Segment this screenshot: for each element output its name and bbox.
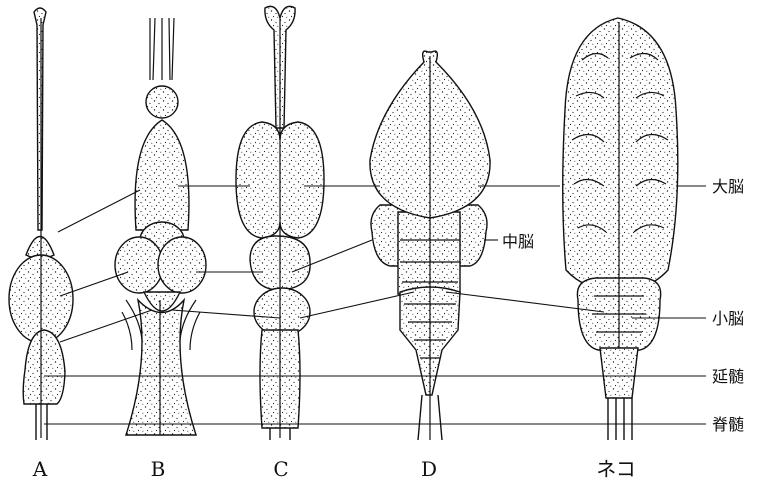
brain-cat: [563, 18, 678, 440]
caption-a: A: [32, 457, 48, 481]
label-spinal-cord: 脊髄: [712, 415, 744, 434]
caption-cat: ネコ: [596, 457, 636, 481]
brain-a: [9, 8, 73, 440]
caption-c: C: [273, 457, 288, 481]
label-cerebellum: 小脳: [712, 309, 744, 328]
brain-b: [115, 18, 206, 435]
brain-c: [236, 6, 324, 440]
label-medulla: 延髄: [712, 367, 744, 386]
label-midbrain: 中脳: [502, 232, 534, 251]
caption-d: D: [421, 457, 437, 481]
brain-d: [370, 51, 490, 440]
caption-b: B: [151, 457, 166, 481]
label-cerebrum: 大脳: [712, 177, 744, 196]
